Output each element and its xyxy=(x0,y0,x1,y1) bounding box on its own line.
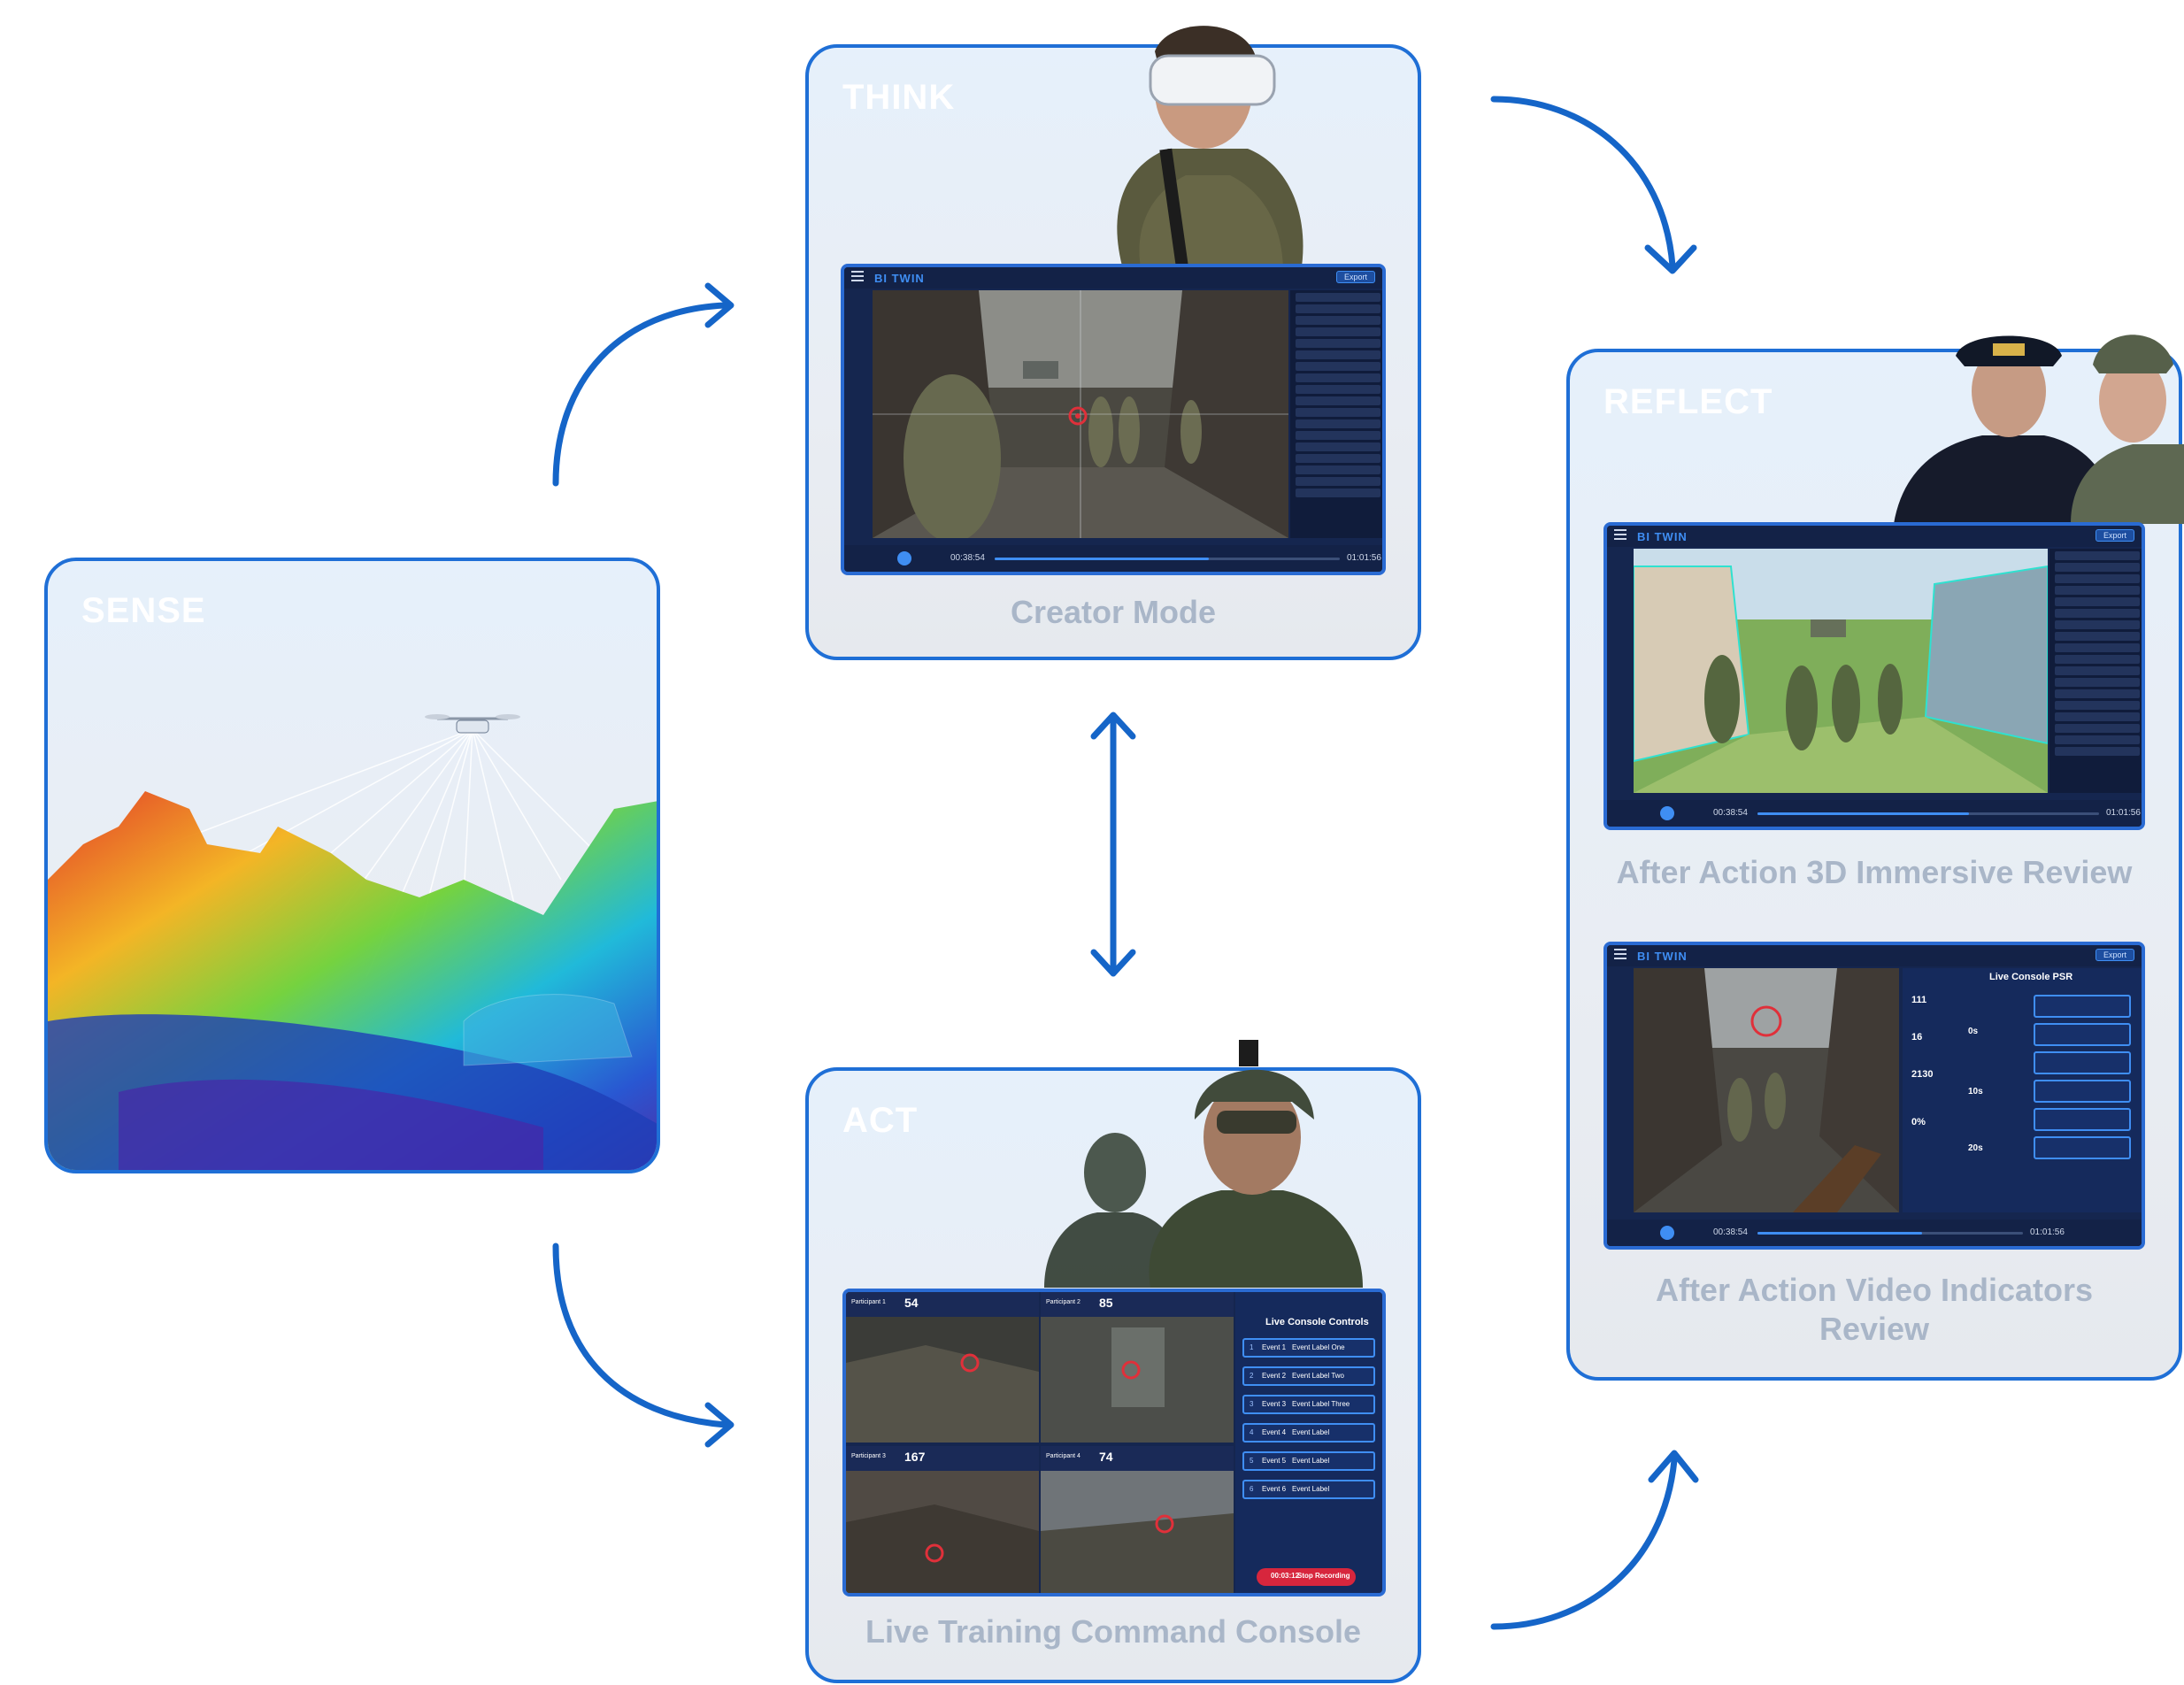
vr-soldier-figure xyxy=(1117,26,1303,273)
participant-feeds xyxy=(846,1292,1234,1593)
playback-bar: 00:38:54 01:01:56 xyxy=(1607,800,2142,827)
video-review-viewport[interactable] xyxy=(1634,968,1899,1212)
timeline-scrubber[interactable] xyxy=(1757,1232,2023,1235)
export-button[interactable]: Export xyxy=(2095,949,2134,961)
stop-recording-label: Stop Recording xyxy=(1297,1572,1350,1580)
biotwin-logo: BI TWIN xyxy=(874,272,925,285)
video-indicators-screen: BI TWIN Export Live Console PSR 111 16 2… xyxy=(1603,942,2145,1250)
biotwin-logo: BI TWIN xyxy=(1637,530,1688,543)
tools-side-panel[interactable] xyxy=(2049,549,2142,793)
current-time: 00:38:54 xyxy=(1713,1227,1748,1237)
playback-bar: 00:38:54 01:01:56 xyxy=(844,545,1382,572)
menu-icon[interactable] xyxy=(851,271,864,281)
arrow-act-to-reflect xyxy=(1490,1457,1678,1630)
3d-review-viewport[interactable] xyxy=(1634,549,2048,793)
timeline-scrubber[interactable] xyxy=(995,558,1340,560)
live-console-caption: Live Training Command Console xyxy=(865,1613,1362,1650)
live-console-controls-title: Live Console Controls xyxy=(1265,1317,1369,1327)
event-button-3[interactable]: 3 Event 3 Event Label Three xyxy=(1242,1395,1375,1414)
biotwin-logo: BI TWIN xyxy=(1637,950,1688,963)
event-label-row[interactable] xyxy=(2034,995,2131,1018)
live-console-psr-title: Live Console PSR xyxy=(1989,972,2073,982)
indicators-panel: Live Console PSR 111 16 2130 0% 0s 10s 2… xyxy=(1903,968,2142,1212)
pause-button[interactable] xyxy=(1660,1226,1674,1240)
menu-icon[interactable] xyxy=(1614,529,1626,540)
drone-icon xyxy=(425,714,520,734)
event-button-5[interactable]: 5 Event 5 Event Label xyxy=(1242,1451,1375,1471)
event-label-row[interactable] xyxy=(2034,1080,2131,1103)
participant-3-label: Participant 3 xyxy=(851,1453,886,1459)
participant-1-bpm: 54 xyxy=(904,1296,919,1310)
soldier-figure xyxy=(1044,1040,1363,1288)
event-label-row[interactable] xyxy=(2034,1023,2131,1046)
export-button[interactable]: Export xyxy=(1335,271,1375,283)
menu-icon[interactable] xyxy=(1614,949,1626,959)
creator-mode-screen: BI TWIN Export 00:38:54 xyxy=(841,264,1386,575)
participant-4-bpm: 74 xyxy=(1099,1450,1113,1464)
current-time: 00:38:54 xyxy=(950,553,985,563)
recording-time: 00:03:12 xyxy=(1271,1572,1300,1580)
aoi-3-duration: 20s xyxy=(1968,1143,1983,1153)
participant-2-label: Participant 2 xyxy=(1046,1299,1080,1305)
participant-2-bpm: 85 xyxy=(1099,1296,1113,1310)
tunnel-vision-value: 0% xyxy=(1911,1117,1926,1127)
battlefield-viewport[interactable] xyxy=(873,290,1288,538)
think-title: THINK xyxy=(842,78,956,117)
act-title: ACT xyxy=(842,1101,919,1140)
aoi-2-duration: 10s xyxy=(1968,1087,1983,1096)
tools-side-panel[interactable] xyxy=(1290,290,1382,538)
live-console-screen: Participant 1 54 Participant 2 85 Partic… xyxy=(842,1289,1386,1597)
participant-4-label: Participant 4 xyxy=(1046,1453,1080,1459)
video-indicators-caption-line2: Review xyxy=(1819,1311,1930,1347)
pause-button[interactable] xyxy=(897,551,911,566)
total-time: 01:01:56 xyxy=(2106,808,2141,818)
creator-mode-caption: Creator Mode xyxy=(1010,594,1217,630)
immersive-review-caption: After Action 3D Immersive Review xyxy=(1616,854,2133,890)
timeline-scrubber[interactable] xyxy=(1757,812,2099,815)
arrow-think-to-reflect xyxy=(1490,96,1676,269)
sense-card: SENSE xyxy=(44,558,660,1173)
event-button-4[interactable]: 4 Event 4 Event Label xyxy=(1242,1423,1375,1443)
lidar-scan-image xyxy=(48,714,657,1170)
participant-1-label: Participant 1 xyxy=(851,1299,886,1305)
aoi-1-duration: 0s xyxy=(1968,1027,1979,1036)
event-button-2[interactable]: 2 Event 2 Event Label Two xyxy=(1242,1366,1375,1386)
arrow-sense-to-think xyxy=(552,302,729,487)
stat-b: 16 xyxy=(1911,1032,1923,1043)
immersive-review-screen: BI TWIN Export 00:38:54 01:01:56 xyxy=(1603,522,2145,830)
event-button-6[interactable]: 6 Event 6 Event Label xyxy=(1242,1480,1375,1499)
event-label-row[interactable] xyxy=(2034,1108,2131,1131)
arrow-sense-to-act xyxy=(552,1243,729,1428)
event-label-row[interactable] xyxy=(2034,1136,2131,1159)
event-label-row[interactable] xyxy=(2034,1051,2131,1074)
video-indicators-caption-line1: After Action Video Indicators xyxy=(1655,1272,2094,1308)
stat-a: 111 xyxy=(1911,995,1927,1005)
steps-count: 2130 xyxy=(1911,1069,1934,1080)
reflect-title: REFLECT xyxy=(1603,382,1773,421)
playback-bar: 00:38:54 01:01:56 xyxy=(1607,1220,2142,1246)
stop-recording-button[interactable]: 00:03:12 Stop Recording xyxy=(1257,1568,1356,1586)
total-time: 01:01:56 xyxy=(2030,1227,2065,1237)
officers-figure xyxy=(1894,335,2184,524)
event-button-1[interactable]: 1 Event 1 Event Label One xyxy=(1242,1338,1375,1358)
participant-3-bpm: 167 xyxy=(904,1450,926,1464)
total-time: 01:01:56 xyxy=(1347,553,1381,563)
live-console-controls-panel: Live Console Controls 1 Event 1 Event La… xyxy=(1235,1292,1382,1593)
export-button[interactable]: Export xyxy=(2095,529,2134,542)
sense-title: SENSE xyxy=(81,591,206,630)
current-time: 00:38:54 xyxy=(1713,808,1748,818)
pause-button[interactable] xyxy=(1660,806,1674,820)
